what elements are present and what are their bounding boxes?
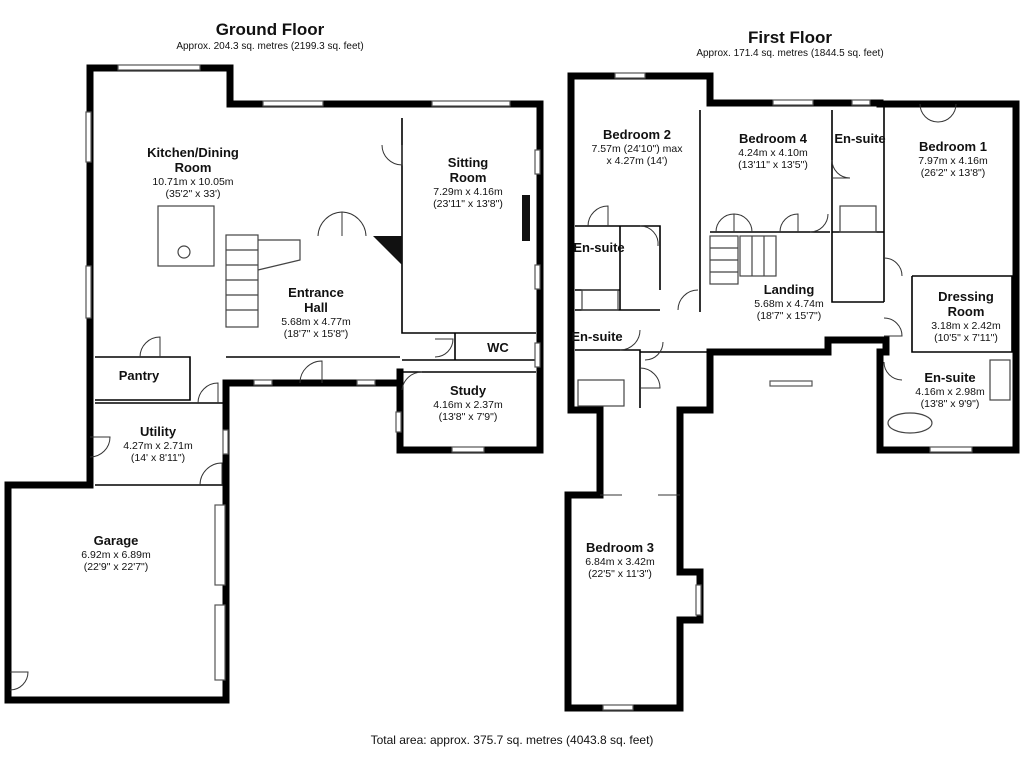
room-name: Bedroom 3: [586, 540, 654, 555]
ground-floor-title: Ground Floor: [215, 20, 325, 39]
room-imperial: (22'5" x 11'3"): [588, 568, 652, 580]
first-floor-walls: [564, 72, 1020, 712]
room-imperial: (22'9" x 22'7"): [83, 561, 149, 573]
room-metric: 7.29m x 4.16m: [433, 185, 503, 198]
utility-label: Utility 4.27m x 2.71m (14' x 8'11"): [108, 424, 208, 464]
room-imperial: (13'8" x 9'9"): [920, 398, 980, 410]
room-imperial: (18'7" x 15'7"): [756, 310, 822, 322]
room-metric: 4.16m x 2.37m: [433, 398, 503, 411]
bedroom-2-label: Bedroom 2 7.57m (24'10") max x 4.27m (14…: [582, 127, 692, 167]
kitchen-island: [157, 205, 215, 267]
room-imperial: (10'5" x 7'11"): [934, 331, 998, 344]
room-name: Bedroom 4: [739, 131, 807, 146]
room-metric: 6.92m x 6.89m: [81, 548, 151, 561]
room-metric: 4.16m x 2.98m: [915, 385, 985, 398]
room-name: Room: [174, 159, 212, 175]
room-imperial: (35'2" x 33'): [165, 187, 221, 200]
sitting-room-fireplace: [373, 236, 402, 265]
room-name: Room: [947, 303, 985, 319]
bathtub: [887, 412, 933, 434]
room-name: Entrance: [288, 285, 344, 300]
bedroom-1-label: Bedroom 1 7.97m x 4.16m (26'2" x 13'8"): [898, 139, 1008, 179]
ground-outer-wall: [86, 64, 234, 489]
room-imperial: (18'7" x 15'8"): [283, 327, 349, 340]
first-floor-area: Approx. 171.4 sq. metres (1844.5 sq. fee…: [696, 48, 884, 59]
kitchen-dining-label: Kitchen/Dining Room 10.71m x 10.05m (35'…: [118, 145, 268, 200]
room-name: Sitting: [447, 155, 489, 170]
room-metric: 6.84m x 3.42m: [585, 555, 655, 568]
room-metric: 4.27m x 2.71m: [123, 439, 193, 452]
garage-wall: [4, 481, 230, 704]
ensuite-bedroom-1-label: En-suite 4.16m x 2.98m (13'8" x 9'9"): [900, 370, 1000, 410]
first-floor-title: First Floor: [747, 28, 833, 47]
room-name: En-suite: [571, 329, 623, 344]
room-name: Bedroom 1: [919, 139, 987, 154]
room-imperial: (13'8" x 7'9"): [438, 411, 498, 423]
room-metric: 5.68m x 4.74m: [754, 297, 824, 310]
room-name: En-suite: [924, 370, 976, 385]
landing-label: Landing 5.68m x 4.74m (18'7" x 15'7"): [734, 282, 844, 322]
room-name: Landing: [763, 282, 815, 297]
sitting-room-hearth: [522, 195, 530, 241]
dressing-room-label: Dressing Room 3.18m x 2.42m (10'5" x 7'1…: [918, 289, 1014, 344]
room-imperial: (26'2" x 13'8"): [920, 167, 986, 179]
pantry-label: Pantry: [104, 368, 174, 384]
ensuite-bedroom-3-label: En-suite: [569, 329, 625, 345]
ground-floor-area: Approx. 204.3 sq. metres (2199.3 sq. fee…: [176, 41, 364, 52]
room-name: Kitchen/Dining: [147, 145, 239, 160]
room-name: Study: [449, 383, 487, 398]
study-label: Study 4.16m x 2.37m (13'8" x 7'9"): [418, 383, 518, 423]
room-name: Utility: [139, 424, 177, 439]
room-metric: 3.18m x 2.42m: [931, 319, 1001, 332]
first-outer-wall: [567, 72, 1020, 356]
room-imperial: (14' x 8'11"): [130, 452, 186, 464]
ensuite-top-label: En-suite: [832, 131, 888, 147]
room-imperial: (13'11" x 13'5"): [738, 159, 808, 171]
sitting-room-label: Sitting Room 7.29m x 4.16m (23'11" x 13'…: [408, 155, 528, 210]
total-area: Total area: approx. 375.7 sq. metres (40…: [370, 733, 654, 747]
room-name: Pantry: [118, 368, 160, 383]
room-imperial: (23'11" x 13'8"): [433, 197, 503, 210]
wc-label: WC: [478, 340, 518, 356]
room-metric: 10.71m x 10.05m: [152, 175, 234, 188]
room-name: En-suite: [834, 131, 886, 146]
ground-staircase: [225, 234, 301, 328]
room-metric: 7.57m (24'10") max: [591, 142, 683, 155]
ground-floor-walls: [4, 64, 544, 704]
bedroom-4-label: Bedroom 4 4.24m x 4.10m (13'11" x 13'5"): [718, 131, 828, 171]
bedroom-3-label: Bedroom 3 6.84m x 3.42m (22'5" x 11'3"): [570, 540, 670, 580]
room-name: Dressing: [938, 289, 994, 304]
room-name: Room: [449, 169, 487, 185]
room-name: WC: [487, 340, 509, 355]
room-metric: 5.68m x 4.77m: [281, 315, 351, 328]
room-name: Hall: [304, 299, 328, 315]
room-name: Garage: [93, 533, 139, 548]
room-name: En-suite: [573, 240, 625, 255]
ensuite-bedroom-2-label: En-suite: [571, 240, 627, 256]
room-imperial: x 4.27m (14'): [606, 155, 668, 167]
room-name: Bedroom 2: [603, 127, 671, 142]
garage-label: Garage 6.92m x 6.89m (22'9" x 22'7"): [66, 533, 166, 573]
first-staircase: [709, 235, 777, 285]
room-metric: 4.24m x 4.10m: [738, 146, 808, 159]
room-metric: 7.97m x 4.16m: [918, 154, 988, 167]
entrance-hall-label: Entrance Hall 5.68m x 4.77m (18'7" x 15'…: [256, 285, 376, 340]
